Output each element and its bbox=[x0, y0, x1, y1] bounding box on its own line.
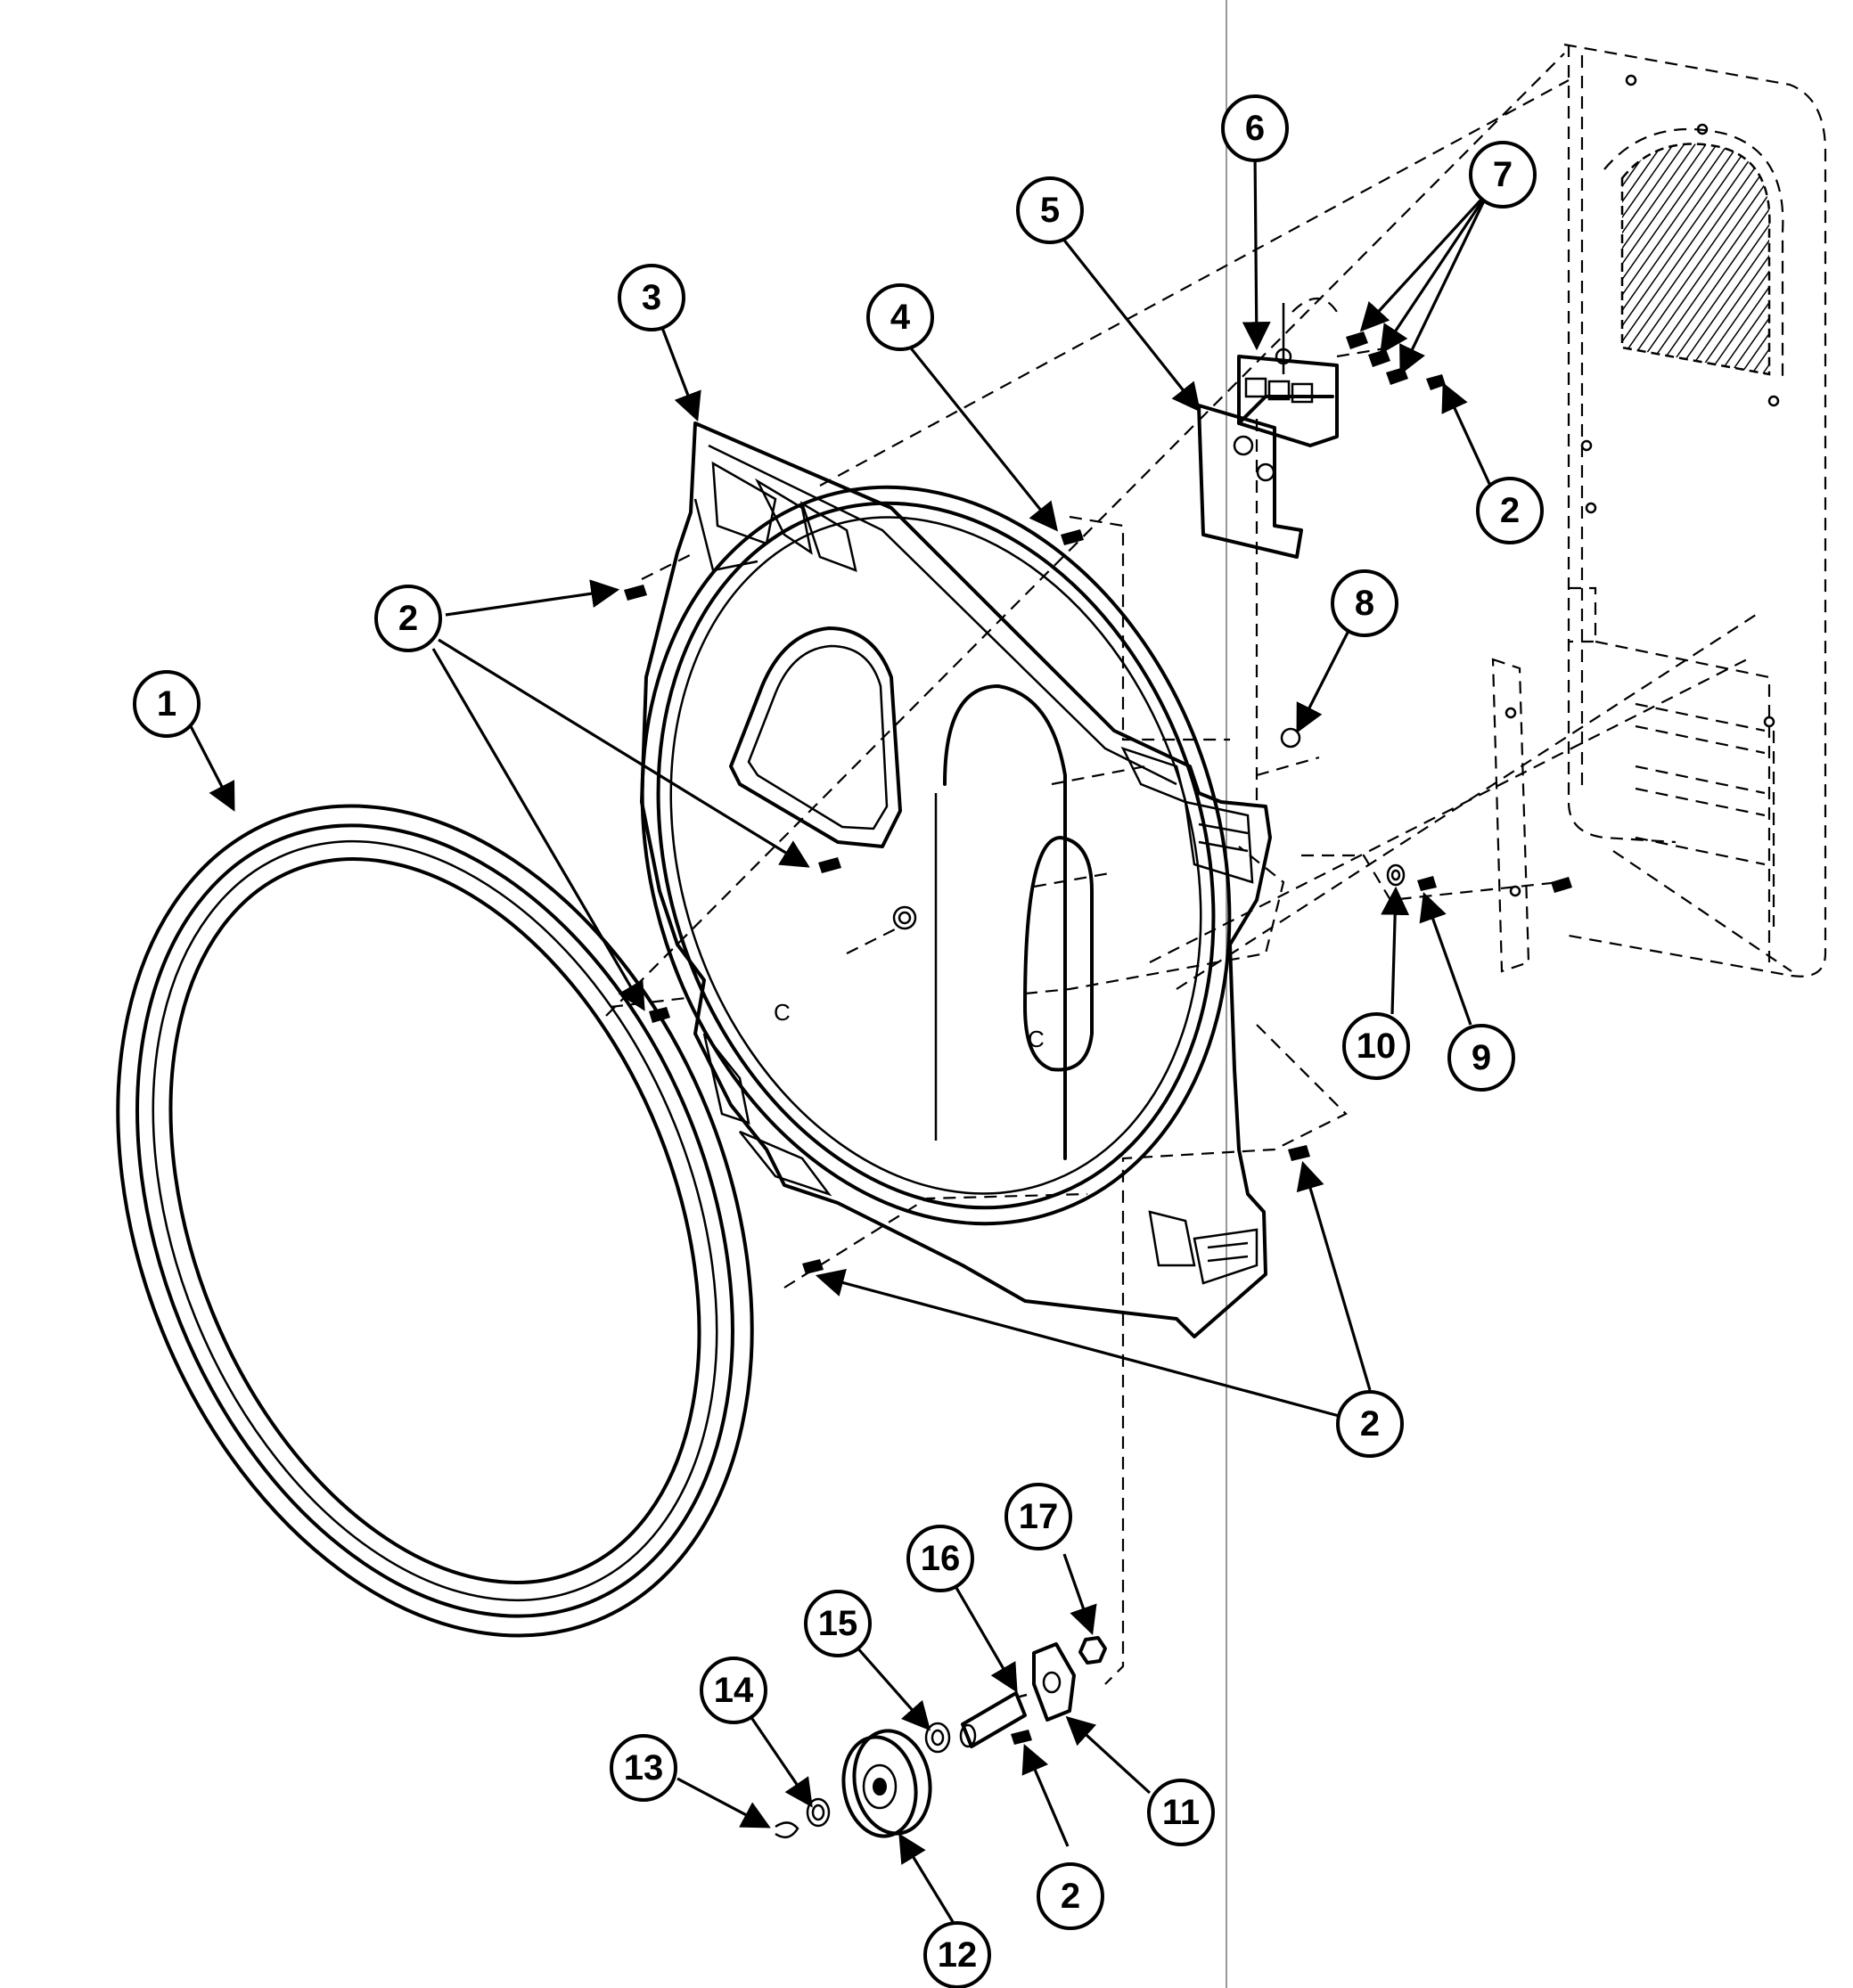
callout-15-label: 15 bbox=[818, 1604, 858, 1643]
callout-2-bottom: 2 bbox=[1037, 1862, 1104, 1930]
callout-10: 10 bbox=[1342, 1012, 1410, 1080]
front-bulkhead: C C bbox=[640, 421, 1272, 1338]
callout-14-label: 14 bbox=[714, 1671, 754, 1710]
callout-6: 6 bbox=[1221, 94, 1289, 162]
callout-15: 15 bbox=[804, 1590, 872, 1657]
callout-2-left-label: 2 bbox=[398, 599, 418, 638]
callout-7: 7 bbox=[1469, 141, 1537, 209]
callout-16-label: 16 bbox=[921, 1539, 961, 1578]
callout-8: 8 bbox=[1331, 569, 1398, 637]
washer-icon bbox=[1386, 863, 1406, 887]
callout-9: 9 bbox=[1447, 1024, 1515, 1092]
screw-icon bbox=[1061, 529, 1084, 545]
screw-icon bbox=[1417, 876, 1437, 891]
callout-7-label: 7 bbox=[1493, 155, 1513, 194]
screw-icon bbox=[649, 1007, 670, 1023]
nut-icon bbox=[1280, 727, 1301, 749]
screw-icon bbox=[1551, 877, 1572, 893]
callout-1: 1 bbox=[133, 670, 201, 738]
callout-leaders bbox=[189, 151, 1492, 1926]
alignment-lines bbox=[605, 53, 1757, 1685]
callout-11: 11 bbox=[1147, 1779, 1215, 1846]
callout-2-bottom-label: 2 bbox=[1061, 1877, 1080, 1916]
callout-2-bottom-right: 2 bbox=[1336, 1390, 1404, 1458]
callout-11-label: 11 bbox=[1162, 1793, 1200, 1832]
bulkhead-marking-left: C bbox=[774, 999, 791, 1026]
callout-4-label: 4 bbox=[890, 298, 911, 337]
screw-icon bbox=[818, 857, 841, 873]
callout-10-label: 10 bbox=[1357, 1027, 1397, 1066]
screw-icon bbox=[802, 1259, 824, 1274]
callout-1-label: 1 bbox=[157, 684, 176, 724]
callout-6-label: 6 bbox=[1245, 109, 1265, 148]
callout-8-label: 8 bbox=[1355, 584, 1374, 623]
callout-2-top-right-label: 2 bbox=[1500, 491, 1520, 530]
screw-icon bbox=[1288, 1145, 1310, 1161]
callout-13: 13 bbox=[610, 1734, 677, 1802]
callout-2-bottom-right-label: 2 bbox=[1360, 1404, 1380, 1444]
screw-icon bbox=[624, 585, 647, 601]
callout-13-label: 13 bbox=[624, 1748, 664, 1788]
callout-3: 3 bbox=[618, 264, 685, 331]
callout-12-label: 12 bbox=[938, 1935, 978, 1975]
nut-icon bbox=[1078, 1636, 1107, 1665]
callout-14: 14 bbox=[700, 1657, 767, 1724]
callout-12: 12 bbox=[923, 1921, 991, 1988]
callout-2-top-right: 2 bbox=[1476, 477, 1544, 544]
door-seal-ring bbox=[116, 804, 754, 1638]
callout-5: 5 bbox=[1016, 176, 1084, 244]
drum-roller-assembly bbox=[775, 1636, 1107, 1839]
cabinet-panel bbox=[1491, 43, 1827, 978]
screw-icon bbox=[1346, 331, 1446, 390]
callout-2-left: 2 bbox=[374, 585, 442, 652]
callout-5-label: 5 bbox=[1040, 191, 1060, 230]
washer-icon bbox=[1390, 869, 1401, 881]
callout-9-label: 9 bbox=[1472, 1038, 1491, 1077]
callout-4: 4 bbox=[866, 283, 934, 351]
callout-16: 16 bbox=[906, 1525, 974, 1592]
bulkhead-marking-right: C bbox=[1028, 1026, 1045, 1052]
screw-icon bbox=[1011, 1730, 1032, 1745]
callout-17-label: 17 bbox=[1019, 1497, 1059, 1536]
callout-17: 17 bbox=[1004, 1483, 1072, 1550]
terminal-block-assembly bbox=[1197, 298, 1446, 559]
fasteners bbox=[624, 529, 1572, 1745]
callout-3-label: 3 bbox=[642, 278, 661, 317]
